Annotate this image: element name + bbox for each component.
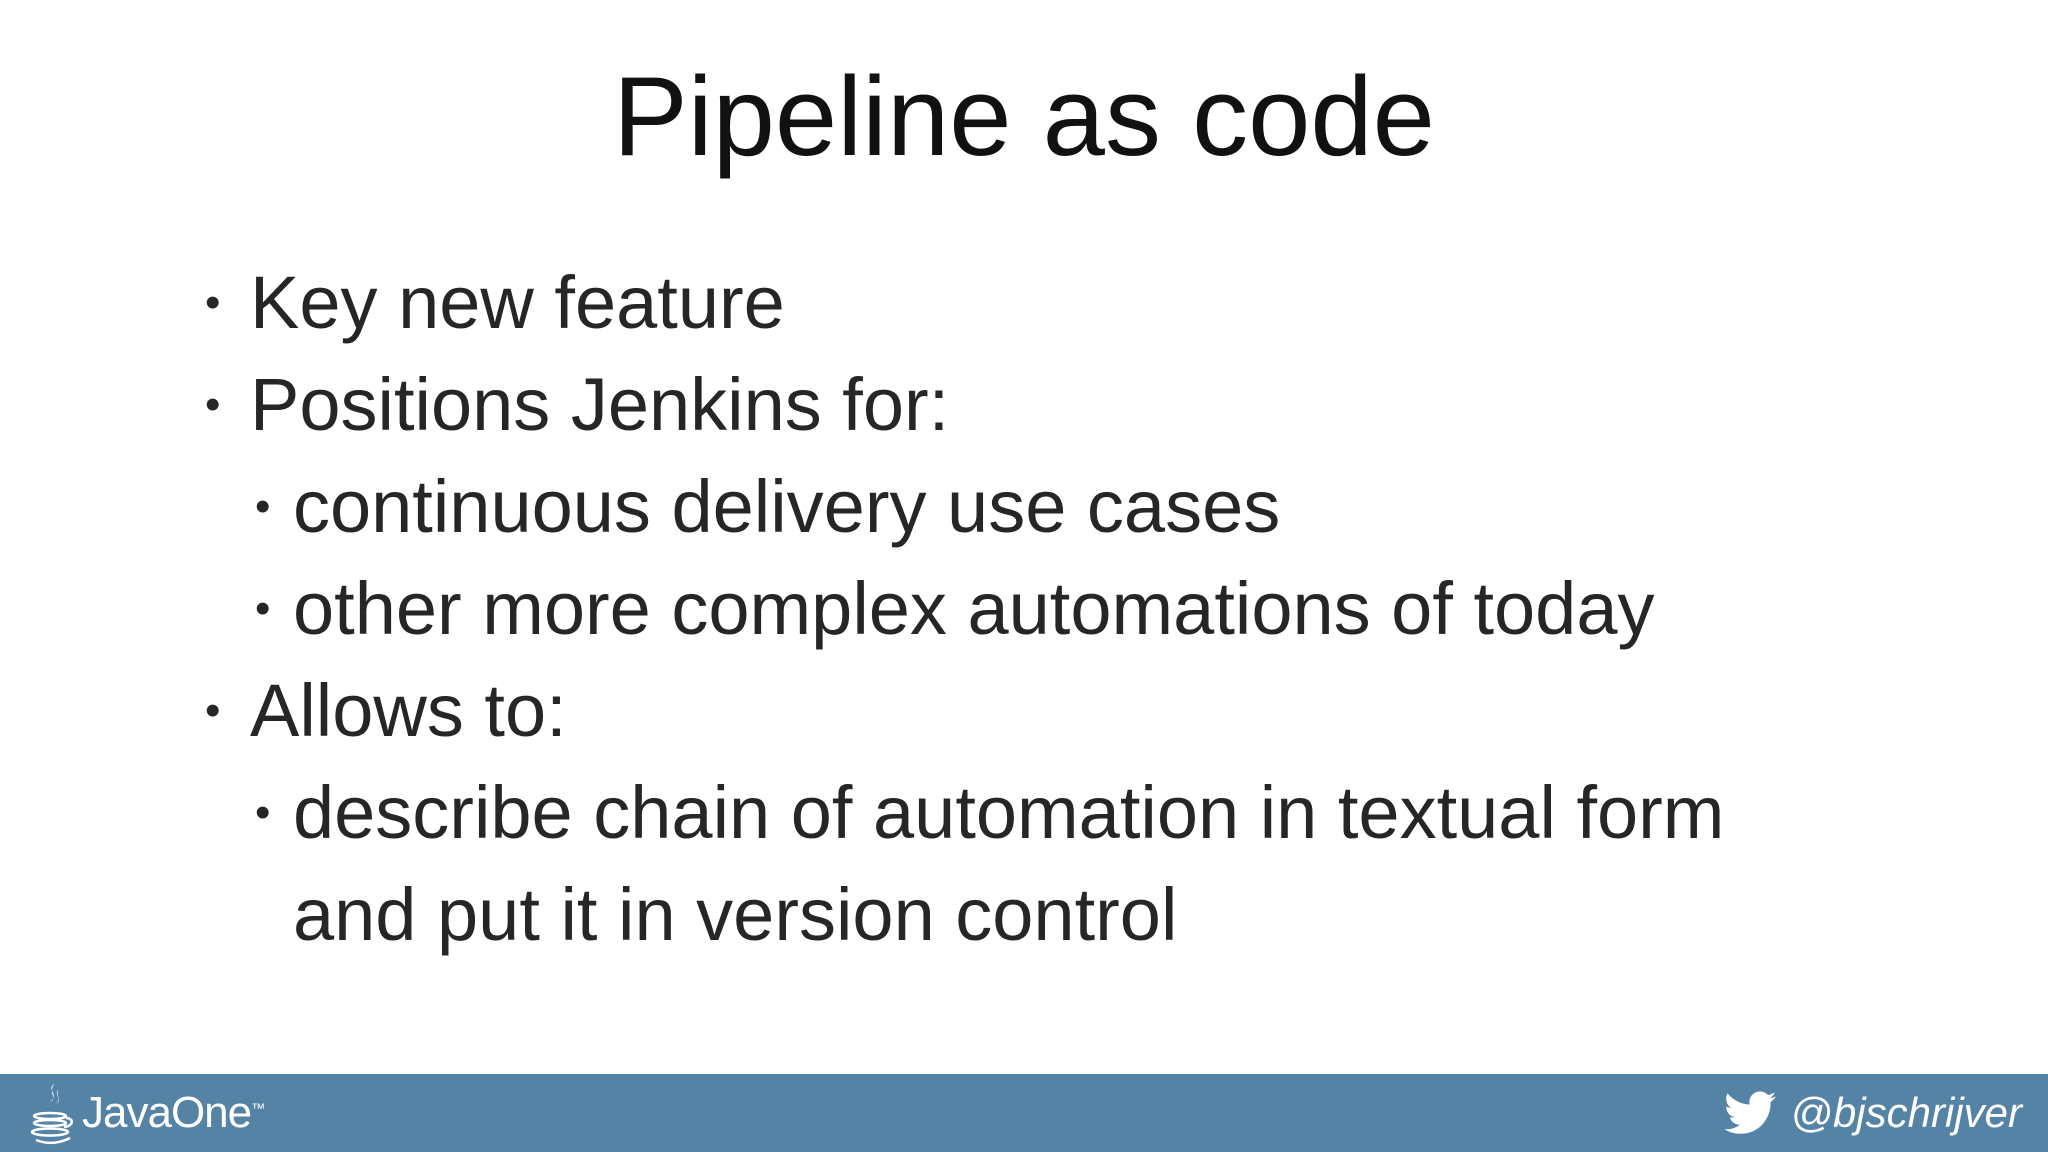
bullet-text: continuous delivery use cases <box>293 465 1281 548</box>
sub-bullet-item: • other more complex automations of toda… <box>205 558 1905 660</box>
sub-bullet-item: • continuous delivery use cases <box>205 456 1905 558</box>
bullet-item: • Key new feature <box>205 252 1905 354</box>
bullet-text: Key new feature <box>250 261 785 344</box>
logo-text: JavaOne <box>82 1088 252 1137</box>
handle-text: @bjschrijver <box>1790 1089 2022 1136</box>
slide-title: Pipeline as code <box>613 54 1435 179</box>
bullet-item: • Allows to: <box>205 660 1905 762</box>
bullet-marker: • <box>255 788 271 837</box>
bullet-marker: • <box>205 380 221 429</box>
bullet-item: • Positions Jenkins for: <box>205 354 1905 456</box>
sub-bullet-item: • describe chain of automation in textua… <box>205 762 1905 966</box>
logo-trademark: ™ <box>251 1100 266 1116</box>
twitter-handle: @bjschrijver <box>1724 1074 2022 1152</box>
bullet-text: Positions Jenkins for: <box>250 363 950 446</box>
bullet-marker: • <box>205 278 221 327</box>
java-coffee-cup-icon <box>30 1084 73 1144</box>
twitter-bird-icon <box>1724 1091 1777 1134</box>
bullet-text: other more complex automations of today <box>293 567 1655 650</box>
javaone-logo: JavaOne ™ <box>28 1074 265 1152</box>
footer-bar: JavaOne ™ @bjschrijver <box>0 1074 2048 1152</box>
bullet-text: Allows to: <box>250 669 567 752</box>
bullet-list: • Key new feature • Positions Jenkins fo… <box>205 252 1905 966</box>
bullet-marker: • <box>255 482 271 531</box>
bullet-text: describe chain of automation in textual … <box>293 771 1725 854</box>
bullet-marker: • <box>255 584 271 633</box>
bullet-text-continuation: and put it in version control <box>293 873 1178 956</box>
bullet-marker: • <box>205 686 221 735</box>
